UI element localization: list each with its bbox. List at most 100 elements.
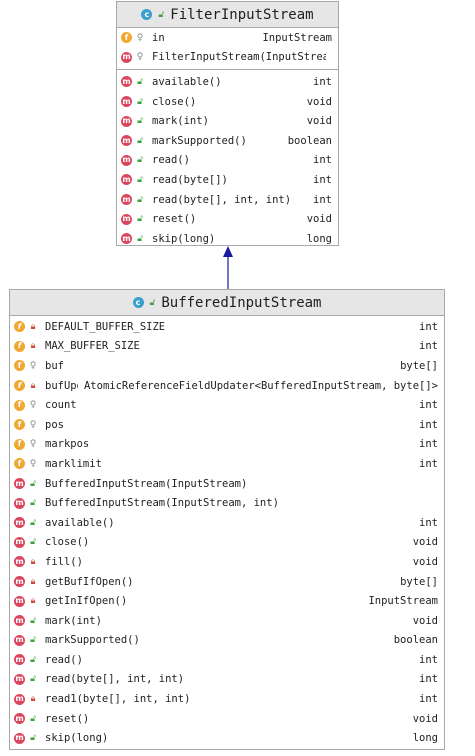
member-name: reset() bbox=[45, 712, 90, 725]
public-icon: 🔓︎ bbox=[30, 635, 36, 646]
member-row-method: m🔒︎fill()void bbox=[10, 552, 444, 572]
field-icon: f bbox=[14, 360, 25, 372]
static-field-icon: f bbox=[14, 321, 25, 333]
member-type: int bbox=[419, 340, 438, 353]
member-row-method: m🔓︎close()void bbox=[117, 92, 338, 112]
method-icon: m bbox=[121, 194, 132, 206]
public-icon: 🔓︎ bbox=[137, 233, 143, 244]
public-icon: 🔓︎ bbox=[30, 615, 36, 626]
member-type: int bbox=[313, 173, 332, 186]
class-header: c 🔓︎ FilterInputStream bbox=[117, 2, 338, 28]
member-row-method: m 🔓︎ skip(long) long bbox=[10, 728, 444, 748]
static-field-icon: f bbox=[14, 340, 25, 352]
public-icon: 🔓︎ bbox=[30, 674, 36, 685]
private-icon: 🔒︎ bbox=[30, 341, 36, 352]
method-icon: m bbox=[14, 536, 25, 548]
class-icon: c bbox=[141, 9, 153, 20]
public-icon: 🔓︎ bbox=[30, 713, 36, 724]
member-name: read(byte[], int, int) bbox=[45, 673, 185, 686]
package-private-icon: ♀ bbox=[136, 52, 144, 63]
private-icon: 🔒︎ bbox=[30, 694, 36, 705]
public-icon: 🔓︎ bbox=[30, 498, 36, 509]
field-icon: f bbox=[121, 32, 132, 44]
inheritance-arrow bbox=[223, 246, 233, 289]
member-type: boolean bbox=[287, 134, 332, 147]
class-icon: c bbox=[132, 297, 144, 308]
public-icon: 🔓︎ bbox=[30, 537, 36, 548]
member-name: fill() bbox=[45, 555, 83, 568]
member-name: markpos bbox=[45, 438, 90, 451]
member-type: void bbox=[306, 213, 332, 226]
class-name: BufferedInputStream bbox=[161, 294, 322, 311]
method-icon: m bbox=[121, 96, 132, 108]
member-name: DEFAULT_BUFFER_SIZE bbox=[45, 320, 166, 333]
member-type: int bbox=[419, 653, 438, 666]
member-name: read() bbox=[45, 653, 83, 666]
public-icon: 🔓︎ bbox=[30, 517, 36, 528]
member-name: FilterInputStream(InputStream) bbox=[152, 51, 326, 64]
member-name: skip(long) bbox=[45, 732, 109, 745]
member-name: read() bbox=[152, 154, 190, 167]
private-icon: 🔒︎ bbox=[30, 556, 36, 567]
public-icon: 🔓︎ bbox=[137, 116, 143, 127]
method-icon: m bbox=[121, 233, 132, 245]
member-row-method: m🔒︎read1(byte[], int, int)int bbox=[10, 689, 444, 709]
member-row-method: m 🔓︎ read() int bbox=[10, 650, 444, 670]
arrow-head bbox=[223, 246, 233, 257]
member-row-method: m🔒︎getInIfOpen()InputStream bbox=[10, 591, 444, 611]
member-row-method: m🔓︎available()int bbox=[117, 72, 338, 92]
method-icon: m bbox=[121, 135, 132, 147]
member-name: BufferedInputStream(InputStream) bbox=[45, 477, 248, 490]
member-type: int bbox=[419, 516, 438, 529]
member-type: int bbox=[419, 457, 438, 470]
public-icon: 🔓︎ bbox=[30, 733, 36, 744]
member-type: void bbox=[412, 536, 438, 549]
field-icon: f bbox=[14, 419, 25, 431]
member-name: read(byte[], int, int) bbox=[152, 193, 292, 206]
member-name: read1(byte[], int, int) bbox=[45, 693, 191, 706]
member-type: long bbox=[412, 732, 438, 745]
member-name: close() bbox=[45, 536, 90, 549]
member-row-field: f🔒︎bufUpdaterAtomicReferenceFieldUpdater… bbox=[10, 376, 444, 396]
public-icon: 🔓︎ bbox=[30, 654, 36, 665]
member-type: void bbox=[306, 95, 332, 108]
member-name: pos bbox=[45, 418, 64, 431]
public-icon: 🔓︎ bbox=[137, 214, 143, 225]
method-icon: m bbox=[14, 654, 25, 666]
member-type: InputStream bbox=[368, 595, 438, 608]
method-icon: m bbox=[14, 576, 25, 588]
member-row-method: m 🔓︎ available() int bbox=[10, 513, 444, 533]
member-row-method: m🔓︎reset()void bbox=[117, 209, 338, 229]
member-type: void bbox=[412, 614, 438, 627]
method-icon: m bbox=[14, 497, 25, 509]
package-private-icon: ♀ bbox=[29, 439, 37, 450]
member-name: close() bbox=[152, 95, 197, 108]
method-icon: m bbox=[14, 713, 25, 725]
member-name: getBufIfOpen() bbox=[45, 575, 134, 588]
member-row-method: m🔓︎skip(long)long bbox=[117, 229, 338, 249]
member-name: skip(long) bbox=[152, 232, 216, 245]
member-name: buf bbox=[45, 359, 64, 372]
member-name: in bbox=[152, 31, 165, 44]
member-type: void bbox=[412, 555, 438, 568]
member-name: available() bbox=[45, 516, 115, 529]
method-icon: m bbox=[121, 115, 132, 127]
member-type: int bbox=[419, 693, 438, 706]
member-row-method: m🔓︎markSupported()boolean bbox=[117, 131, 338, 151]
public-icon: 🔓︎ bbox=[158, 9, 165, 20]
method-icon: m bbox=[14, 517, 25, 529]
field-icon: f bbox=[14, 438, 25, 450]
private-icon: 🔒︎ bbox=[30, 576, 36, 587]
section-divider bbox=[117, 69, 338, 71]
method-icon: m bbox=[14, 732, 25, 744]
method-icon: m bbox=[14, 595, 25, 607]
member-type: byte[] bbox=[400, 359, 438, 372]
member-row-method: m🔓︎read(byte[], int, int)int bbox=[117, 190, 338, 210]
member-row-method: m🔒︎getBufIfOpen()byte[] bbox=[10, 572, 444, 592]
member-type: boolean bbox=[393, 634, 438, 647]
